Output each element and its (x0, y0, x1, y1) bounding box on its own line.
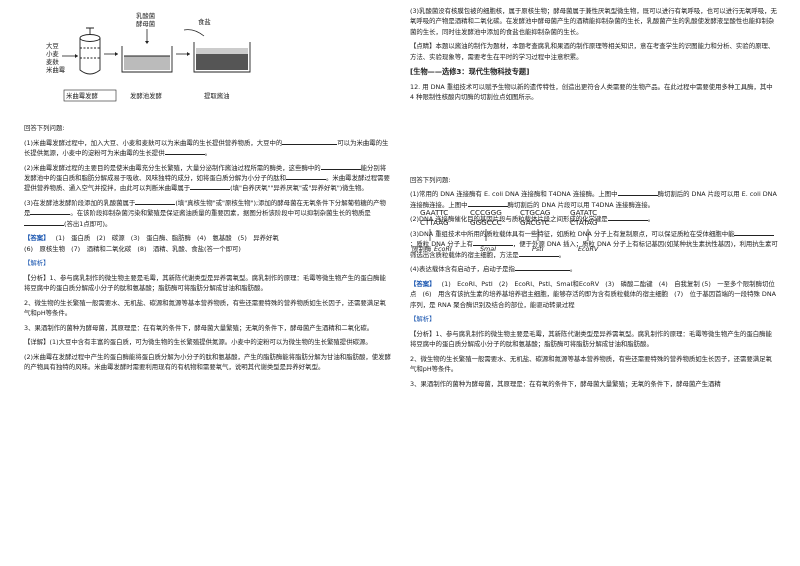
enzyme-figure-spacer (410, 107, 778, 175)
comment-paragraph: 【点睛】本题以酱油的制作为题材，本题考查腐乳和果酒的制作原理等相关知识，意在考查… (410, 42, 775, 61)
analysis-paragraph: 2、微生物的生长繁殖一般需要水、无机盐、碳源和氮源等基本营养物质，有些还需要特殊… (24, 298, 386, 317)
answer-item: (5) 一至多个限制酶切位点 (410, 279, 775, 299)
right-column: (3)乳酸菌没有核膜包被的细胞核，属于原核生物；酵母菌属于兼性厌氧型微生物，既可… (410, 6, 778, 393)
enzyme-seq-top: CTGCAG (520, 208, 550, 217)
enzyme-seq-top: GAATTC (420, 208, 448, 217)
answer-item: (1) EcoRⅠ、PstⅠ (441, 279, 493, 288)
enzyme-name: SmaⅠ (480, 245, 496, 253)
ingredient-label: 小麦 (46, 49, 59, 58)
cut-label: 限制酶 (412, 244, 432, 253)
answer-item: (6) 原核生物 (24, 244, 66, 253)
question-12: 12. 用 DNA 重组技术可以赋予生物以新的遗传特性，创造出更符合人类需要的生… (410, 82, 773, 102)
enzyme-seq-bottom: CTTAAG (420, 218, 449, 227)
fermenter-icon (79, 27, 101, 75)
question-2: (2)米曲霉发酵过程的主要目的是使米曲霉充分生长繁殖，大量分泌制作酱油过程所需的… (24, 163, 390, 193)
ingredient-label: 大豆 (46, 41, 59, 50)
analysis-paragraph: 3、果酒制作的菌种为酵母菌，其原理是：在有氧的条件下，酵母菌大量繁殖；无氧的条件… (24, 323, 374, 332)
answer-block: 【答案】 (1) 蛋白质 (2) 碳源 (3) 蛋白酶、脂肪酶 (4) 氨基酸 … (24, 233, 392, 254)
answer-item: (4) 自我复制 (658, 279, 700, 288)
question-1: (1)米曲霉发酵过程中，加入大豆、小麦和麦麸可以为米曲霉的生长提供营养物质，大豆… (24, 138, 389, 157)
prompt: 回答下列问题: (24, 124, 65, 132)
prompt: 回答下列问题: (410, 175, 451, 184)
answer-item: (8) 酒精、乳酸、食盐(答一个即可) (137, 244, 241, 253)
analysis-paragraph: 2、微生物的生长繁殖一般需要水、无机盐、碳源和氮源等基本营养物质，有些还需要特殊… (410, 354, 772, 373)
q12-part-3: (3)DNA 重组技术中所用的质粒载体具有一些特征，如质粒 DNA 分子上有复制… (410, 229, 778, 259)
answer-item: (3) 蛋白酶、脂肪酶 (130, 234, 191, 243)
answer-item: (1) 蛋白质 (55, 234, 91, 243)
extraction-tank-icon (193, 42, 251, 73)
answer-item: (2) 碳源 (96, 234, 125, 243)
analysis-tag: 【解析】 (24, 259, 50, 268)
detail-paragraph: (2)米曲霉在发酵过程中产生的蛋白酶能将蛋白质分解为小分子的肽和氨基酸，产生的脂… (24, 352, 391, 371)
ingredient-label: 米曲霉 (46, 65, 66, 74)
section-heading: [生物——选修3：现代生物科技专题] (410, 67, 530, 77)
answer-item: (3) 磷酸二酯键 (605, 279, 653, 288)
detail-paragraph: (3)乳酸菌没有核膜包被的细胞核，属于原核生物；酵母菌属于兼性厌氧型微生物，既可… (410, 7, 777, 36)
analysis-paragraph: 【分析】1、参与腐乳制作的微生物主要是毛霉，其新陈代谢类型是异养需氧型。腐乳制作… (24, 273, 386, 292)
ingredient-labels: 大豆 小麦 麦麸 米曲霉 (46, 41, 66, 74)
enzyme-seq-bottom: GGGCCC (470, 218, 502, 227)
analysis-tag: 【解析】 (410, 315, 436, 324)
enzyme-name: EcoRⅠ (434, 245, 452, 253)
enzyme-seq-top: GATATC (570, 208, 597, 217)
answer-item: (7) 酒精和二氧化碳 (71, 244, 132, 253)
process-diagram: 大豆 小麦 麦麸 米曲霉 乳酸菌 酵母菌 食盐 (46, 11, 251, 102)
step-caption: 发酵池发酵 (130, 91, 163, 100)
mid-label: 乳酸菌 (136, 11, 156, 20)
detail-paragraph: 【详解】(1)大豆中含有丰富的蛋白质，可为微生物的生长繁殖提供氮源。小麦中的淀粉… (24, 338, 372, 347)
mid-label: 酵母菌 (136, 19, 156, 28)
question-3: (3)在发酵池发酵阶段添加的乳酸菌属于(填"真核生物"或"原核生物");添加的酵… (24, 198, 386, 228)
step-caption: 米曲霉发酵 (66, 91, 99, 100)
answer-item: (2) EcoRⅠ、PstⅠ、SmaⅠ和EcoRⅤ (498, 279, 600, 288)
enzyme-name: EcoRⅤ (578, 245, 599, 253)
answer-item: (7) 位于基因首端的一段特殊 DNA 序列，是 RNA 聚合酶识别及结合的部位… (410, 290, 776, 309)
q12-part-1: (1)常用的 DNA 连接酶有 E. coli DNA 连接酶和 T4DNA 连… (410, 190, 777, 209)
enzyme-seq-bottom: CTATAG (570, 218, 597, 227)
salt-label: 食盐 (198, 17, 211, 26)
left-column: 回答下列问题: (1)米曲霉发酵过程中，加入大豆、小麦和麦麸可以为米曲霉的生长提… (24, 123, 392, 377)
answer-tag: 【答案】 (24, 234, 50, 243)
answer-item: (4) 氨基酸 (197, 234, 232, 243)
fermentation-pool-icon (121, 46, 173, 73)
answer-block: 【答案】 (1) EcoRⅠ、PstⅠ (2) EcoRⅠ、PstⅠ、SmaⅠ和… (410, 279, 778, 310)
step-caption: 提取酱油 (204, 91, 230, 100)
analysis-paragraph: 【分析】1、参与腐乳制作的微生物主要是毛霉，其新陈代谢类型是异养需氧型。腐乳制作… (410, 329, 772, 349)
q12-part-4: (4)表达载体含有启动子，启动子是指。 (410, 265, 577, 274)
answer-tag: 【答案】 (410, 279, 436, 288)
q12-part-2: (2)DNA 连接酶催化目的基因片段与质粒载体片段之间形成的化学键是。 (410, 215, 655, 224)
answer-item: (6) 用含有该抗生素的培养基培养宿主细胞，能够存活的即为含有质粒载体的宿主细胞 (422, 290, 669, 299)
ingredient-label: 麦麸 (46, 57, 59, 66)
restriction-site-figure: GAATTC CTTAAG CCCGGG GGGCCC CTGCAG GACGT… (412, 208, 599, 253)
enzyme-name: PstⅠ (532, 245, 544, 253)
analysis-paragraph: 3、果酒制作的菌种为酵母菌，其原理是：在有氧的条件下，酵母菌大量繁殖；无氧的条件… (410, 379, 721, 388)
enzyme-seq-top: CCCGGG (470, 208, 502, 217)
enzyme-seq-bottom: GACGTC (520, 218, 550, 227)
answer-item: (5) 异养好氧 (237, 234, 279, 243)
